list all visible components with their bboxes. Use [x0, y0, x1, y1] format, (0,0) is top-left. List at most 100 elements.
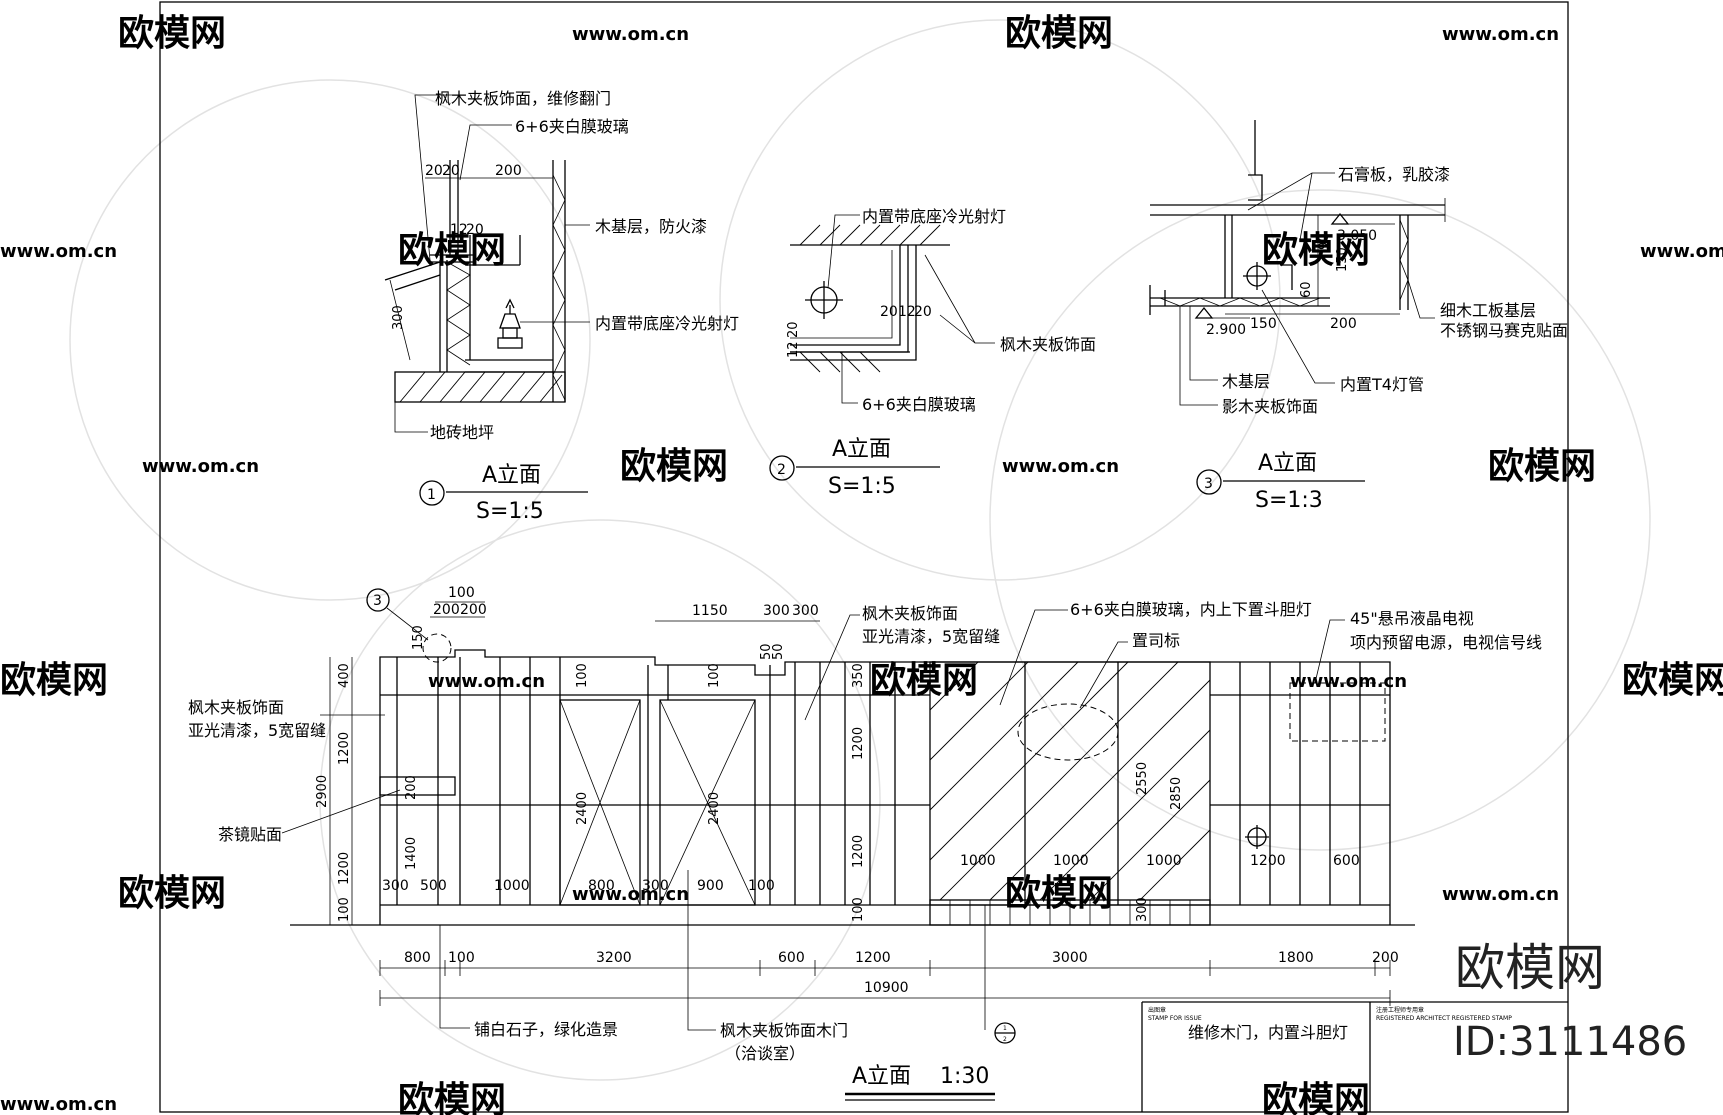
detail3-scale: S=1:3 — [1255, 488, 1323, 513]
watermark-brand: 欧模网 — [118, 873, 226, 914]
callout-text: 枫木夹板饰面 — [188, 698, 284, 717]
dim-label: 800 — [588, 878, 615, 894]
glass-hatch — [929, 661, 1211, 901]
dim-label: 600 — [1333, 853, 1360, 869]
detail1-scale: S=1:5 — [476, 499, 544, 524]
dim-label: 900 — [697, 878, 724, 894]
callout-text: 维修木门，内置斗胆灯 — [1188, 1023, 1348, 1042]
detail2-scale: S=1:5 — [828, 474, 896, 499]
dim-label: 1200 — [1250, 853, 1286, 869]
dim-label: 20 — [466, 222, 484, 238]
detail3-label: 不锈钢马赛克贴面 — [1440, 321, 1568, 340]
watermark-brand: 欧模网 — [398, 1080, 506, 1115]
dim-label: 600 — [778, 950, 805, 966]
dim-label: 2900 — [315, 775, 330, 808]
elev-top: 3.050 — [1337, 228, 1377, 244]
dim-label: 300 — [642, 878, 669, 894]
dim-label: 50 — [771, 643, 786, 660]
section-mark: 1 — [1003, 1025, 1007, 1032]
dim-label: 12 — [450, 222, 468, 238]
detail3-label: 木基层 — [1222, 372, 1270, 391]
watermark-url: www.om.cn — [572, 24, 689, 45]
dim-label: 300 — [382, 878, 409, 894]
dim-label: 1200 — [851, 835, 866, 868]
dim-label: 800 — [404, 950, 431, 966]
watermark-brand: 欧模网 — [1488, 446, 1596, 487]
dim-label: 100 — [448, 585, 475, 601]
detail3-label: 细木工板基层 — [1440, 301, 1536, 320]
dim-label: 2400 — [707, 792, 722, 825]
dim-label: 1000 — [960, 853, 996, 869]
watermark-brand: 欧模网 — [398, 230, 506, 271]
detail2-label: 枫木夹板饰面 — [1000, 335, 1096, 354]
dim-label: 200 — [495, 163, 522, 179]
dim-label: 1800 — [1278, 950, 1314, 966]
dim-label: 12 — [786, 341, 801, 358]
elev-bottom: 2.900 — [1206, 322, 1246, 338]
watermark-url: www.om.cn — [0, 1094, 117, 1115]
titleblock-cell-sub: STAMP FOR ISSUE — [1148, 1015, 1202, 1022]
watermark-brand: 欧模网 — [1622, 660, 1723, 701]
watermark-brand: 欧模网 — [620, 446, 728, 487]
dim-label: 1200 — [337, 732, 352, 765]
watermark-url: www.om.cn — [1442, 884, 1559, 905]
dim-label: 100 — [575, 663, 590, 688]
corner-id: ID:3111486 — [1453, 1019, 1687, 1065]
dim-label: 1000 — [1146, 853, 1182, 869]
watermark-url: www.om.cn — [1002, 456, 1119, 477]
dim-label: 100 — [448, 950, 475, 966]
detail2-label: 内置带底座冷光射灯 — [862, 207, 1006, 226]
callout-text: （洽谈室） — [725, 1044, 805, 1063]
dim-label: 1000 — [1053, 853, 1089, 869]
dim-label: 150 — [411, 625, 426, 650]
detail-2: 20 12 20 12 20 内置带底座冷光射灯 枫木夹板饰面 6+6夹白膜玻璃… — [769, 207, 1096, 499]
callout-text: 茶镜贴面 — [218, 825, 282, 844]
section-ref: 3 — [373, 593, 382, 609]
dim-label: 3200 — [596, 950, 632, 966]
watermark-layer: 欧模网 欧模网 欧模网 欧模网 欧模网 欧模网 欧模网 欧模网 欧模网 欧模网 … — [0, 13, 1723, 1115]
detail3-title: A立面 — [1258, 451, 1317, 476]
section-mark: 2 — [1003, 1036, 1007, 1043]
detail1-label: 地砖地坪 — [430, 423, 494, 442]
dim-label: 150 — [1335, 247, 1350, 272]
dim-label: 50 — [759, 643, 774, 660]
detail3-label: 内置T4灯管 — [1340, 375, 1424, 394]
dim-label: 1000 — [494, 878, 530, 894]
dim-label: 2550 — [1135, 762, 1150, 795]
detail1-label: 木基层，防火漆 — [595, 217, 707, 236]
dim-label: 200 — [460, 602, 487, 618]
dim-label: 300 — [391, 305, 406, 330]
watermark-brand: 欧模网 — [1262, 230, 1370, 271]
sheet-border — [159, 1, 1569, 1113]
watermark-brand: 欧模网 — [0, 660, 108, 701]
dim-label: 300 — [1135, 897, 1150, 922]
watermark-url: www.om.cn — [428, 671, 545, 692]
dim-label: 100 — [851, 897, 866, 922]
dim-label: 400 — [337, 663, 352, 688]
callout-text: 枫木夹板饰面 — [862, 604, 958, 623]
titleblock-cell: 出图章 — [1148, 1006, 1166, 1014]
dim-label: 200 — [404, 775, 419, 800]
watermark-brand: 欧模网 — [1005, 873, 1113, 914]
detail2-number: 2 — [777, 462, 786, 478]
dim-label: 60 — [1299, 281, 1314, 298]
dim-label: 100 — [707, 663, 722, 688]
detail2-label: 6+6夹白膜玻璃 — [862, 395, 976, 414]
detail3-label: 石膏板，乳胶漆 — [1338, 165, 1450, 184]
dim-label: 200 — [1330, 316, 1357, 332]
dim-label: 350 — [851, 663, 866, 688]
dim-label: 1200 — [855, 950, 891, 966]
dim-label: 1150 — [692, 603, 728, 619]
dim-label: 200 — [1372, 950, 1399, 966]
callout-text: 6+6夹白膜玻璃，内上下置斗胆灯 — [1070, 600, 1312, 619]
callout-text: 枫木夹板饰面木门 — [720, 1021, 848, 1040]
callout-text: 亚光清漆，5宽留缝 — [862, 627, 1000, 646]
corner-brand: 欧模网 — [1455, 939, 1605, 997]
dim-label: 20 — [442, 163, 460, 179]
title-block: 出图章 STAMP FOR ISSUE 注册工程师专用章 REGISTERED … — [1141, 1001, 1568, 1112]
dim-label: 20 — [786, 321, 801, 338]
watermark-brand: 欧模网 — [1262, 1080, 1370, 1115]
detail3-number: 3 — [1204, 476, 1213, 492]
detail1-number: 1 — [427, 487, 436, 503]
